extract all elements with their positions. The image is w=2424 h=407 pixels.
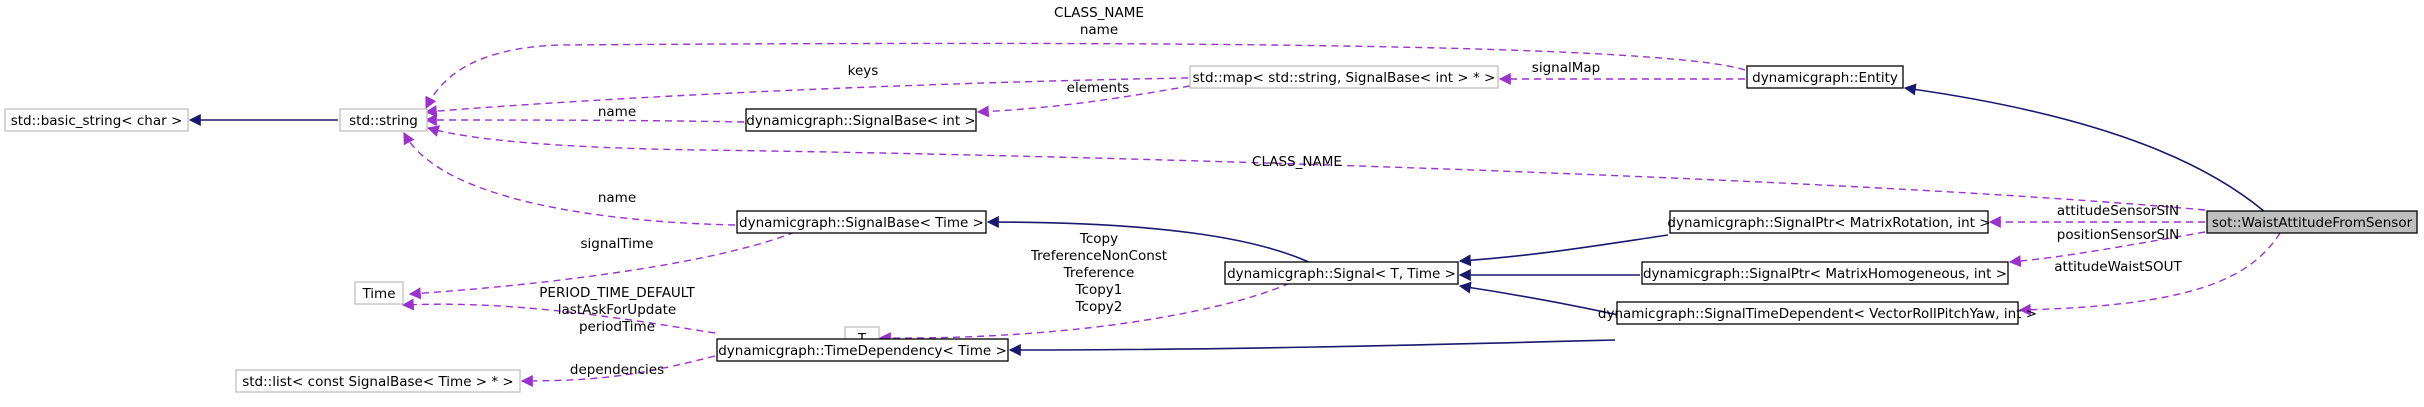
node-label: dynamicgraph::SignalBase< int > (746, 113, 975, 129)
node-box (1224, 261, 1459, 285)
edge-label-last-ask: lastAskForUpdate (558, 302, 676, 318)
node-box (716, 338, 1009, 362)
edge-label-treference-nonconst: TreferenceNonConst (1030, 248, 1167, 264)
node-label: std::basic_string< char > (11, 113, 183, 129)
node-std-map[interactable]: std::map< std::string, SignalBase< int >… (1189, 65, 1499, 89)
edge-label-tcopy2: Tcopy2 (1075, 299, 1123, 315)
node-box (745, 108, 977, 132)
edge-timedep-to-time (401, 298, 716, 334)
node-label: sot::WaistAttitudeFromSensor (2212, 215, 2413, 231)
edge-sigbase-int-to-string (424, 114, 745, 127)
node-signalptr-matrix-homogeneous[interactable]: dynamicgraph::SignalPtr< MatrixHomogeneo… (1641, 261, 2009, 285)
node-box (339, 108, 428, 132)
edge-labels: CLASS_NAME name keys name elements signa… (539, 5, 2182, 378)
node-label: dynamicgraph::SignalPtr< MatrixRotation,… (1667, 215, 1990, 231)
edge-label-class-name-top: CLASS_NAME (1054, 5, 1144, 21)
node-label: dynamicgraph::SignalBase< Time > (739, 215, 984, 231)
edge-sigtimedep-to-timedep (1008, 339, 1616, 356)
nodes: std::basic_string< char > std::string st… (4, 65, 2418, 393)
node-box (1669, 210, 1989, 234)
edge-label-treference: Treference (1063, 265, 1135, 281)
edge-label-signaltime: signalTime (581, 236, 654, 252)
node-label: Time (361, 286, 395, 302)
edge-label-tcopy: Tcopy (1079, 231, 1118, 247)
edge-label-keys: keys (848, 63, 879, 79)
node-box (354, 281, 404, 305)
edge-label-dependencies: dependencies (570, 362, 664, 378)
edge-signal-to-sigbase-time (986, 216, 1316, 266)
node-signalbase-time[interactable]: dynamicgraph::SignalBase< Time > (736, 210, 987, 234)
node-signalbase-int[interactable]: dynamicgraph::SignalBase< int > (745, 108, 977, 132)
node-box (235, 369, 521, 393)
edge-label-attitude-sensor: attitudeSensorSIN (2057, 203, 2179, 219)
node-signal-t-time[interactable]: dynamicgraph::Signal< T, Time > (1224, 261, 1459, 285)
edge-entity-to-string (425, 42, 1746, 110)
node-waist-attitude-from-sensor[interactable]: sot::WaistAttitudeFromSensor (2206, 210, 2418, 234)
edge-label-attitude-waist: attitudeWaistSOUT (2054, 259, 2182, 275)
node-std-basic-string[interactable]: std::basic_string< char > (4, 108, 189, 132)
node-box (2206, 210, 2418, 234)
node-label: std::list< const SignalBase< Time > * > (242, 374, 514, 390)
edge-label-signalmap: signalMap (1532, 60, 1600, 76)
node-box (736, 210, 987, 234)
node-box (4, 108, 189, 132)
edge-label-name-sigint: name (598, 104, 636, 120)
node-label: dynamicgraph::SignalTimeDependent< Vecto… (1598, 306, 2037, 322)
node-label: dynamicgraph::Signal< T, Time > (1227, 266, 1456, 282)
edge-timedep-to-list (520, 355, 716, 387)
edge-label-tcopy1: Tcopy1 (1075, 282, 1123, 298)
node-box (1746, 65, 1904, 89)
edge-sigbase-time-to-time (408, 231, 796, 300)
edge-label-position-sensor: positionSensorSIN (2057, 227, 2179, 243)
edge-waist-to-string (426, 125, 2206, 211)
node-box (1189, 65, 1499, 89)
edge-label-name-top: name (1080, 22, 1118, 38)
node-dynamicgraph-entity[interactable]: dynamicgraph::Entity (1746, 65, 1904, 89)
node-box (1641, 261, 2009, 285)
node-std-string[interactable]: std::string (339, 108, 428, 132)
edge-label-period-default: PERIOD_TIME_DEFAULT (539, 285, 695, 301)
edge-label-class-name-mid: CLASS_NAME (1252, 154, 1342, 170)
edge-signal-to-t (878, 282, 1291, 345)
node-label: std::string (349, 113, 418, 129)
node-label: dynamicgraph::SignalPtr< MatrixHomogeneo… (1643, 266, 2007, 282)
node-std-list[interactable]: std::list< const SignalBase< Time > * > (235, 369, 521, 393)
edge-waist-to-sigtimedep (2018, 232, 2281, 316)
node-signal-time-dependent[interactable]: dynamicgraph::SignalTimeDependent< Vecto… (1598, 301, 2037, 325)
edge-sigbase-time-to-string (403, 131, 736, 226)
edge-waist-to-entity (1903, 83, 2266, 213)
edge-label-period-time: periodTime (579, 319, 655, 335)
edge-map-to-string (424, 77, 1189, 118)
node-time[interactable]: Time (354, 281, 404, 305)
edge-map-to-sigbase-int (976, 85, 1191, 118)
usage-edges (401, 42, 2281, 387)
node-label: dynamicgraph::TimeDependency< Time > (718, 343, 1007, 359)
node-signalptr-matrix-rotation[interactable]: dynamicgraph::SignalPtr< MatrixRotation,… (1667, 210, 1991, 234)
edge-sigptr-rot-to-signal (1458, 234, 1669, 267)
edge-waist-to-sigptr-hom (2008, 231, 2206, 268)
edge-label-name-sigtime: name (598, 190, 636, 206)
node-box (1616, 301, 2019, 325)
node-label: std::map< std::string, SignalBase< int >… (1193, 70, 1496, 86)
node-label: dynamicgraph::Entity (1752, 70, 1898, 86)
edge-label-elements: elements (1067, 80, 1130, 96)
node-time-dependency[interactable]: dynamicgraph::TimeDependency< Time > (716, 338, 1009, 362)
